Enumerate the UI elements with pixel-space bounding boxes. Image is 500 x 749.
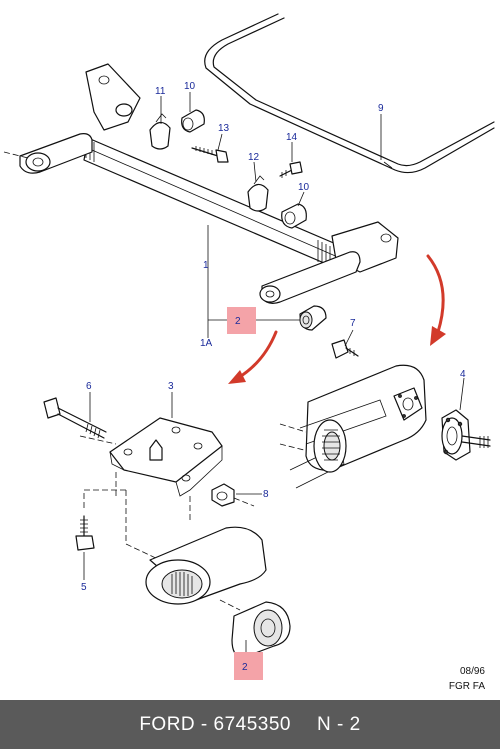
bolt-7 [331, 339, 359, 359]
bushing-2-bottom [219, 599, 291, 659]
callout-6: 6 [86, 381, 92, 392]
callout-12: 12 [248, 152, 260, 163]
callout-5: 5 [81, 582, 87, 593]
upper-bushing-10a [181, 109, 205, 133]
callout-2-bottom: 2 [242, 662, 248, 673]
leader-lines [83, 92, 465, 654]
bolt-5 [75, 515, 95, 551]
bushing-2-top [299, 305, 327, 331]
hub-4 [441, 409, 491, 461]
callout-1a: 1A [200, 338, 213, 349]
bolt-14 [279, 161, 303, 178]
callout-10-right: 10 [298, 182, 310, 193]
callout-11: 11 [155, 86, 166, 97]
lower-trailing-arm [145, 526, 267, 605]
footer-separator: - [195, 713, 214, 735]
highlight-box-2-bottom [234, 652, 263, 680]
callout-8: 8 [263, 489, 269, 500]
clamp-12 [247, 175, 269, 212]
hub-detail [279, 364, 427, 489]
callout-10-top: 10 [184, 81, 196, 92]
diagram-date: 08/96 [459, 666, 485, 677]
callout-2-top: 2 [235, 316, 241, 327]
callout-1: 1 [203, 260, 209, 271]
stabilizer-bar [204, 13, 495, 174]
exploded-parts-diagram: 1 1A 2 2 3 4 5 6 7 8 9 10 10 11 12 13 14 [3, 13, 495, 680]
callout-4: 4 [460, 369, 466, 380]
diagram-codes: FGR FA [448, 681, 485, 692]
bolt-6 [43, 397, 107, 439]
bracket-3 [109, 417, 223, 497]
direction-arrow-right [426, 254, 446, 346]
callout-7: 7 [350, 318, 356, 329]
callout-14: 14 [286, 132, 298, 143]
nut-8 [211, 483, 235, 507]
clamp-11 [149, 113, 171, 150]
footer-bar: FORD - 6745350 N - 2 [0, 700, 500, 749]
footer-quantity: N - 2 [317, 713, 361, 735]
axle-beam [3, 63, 399, 304]
upper-bushing-10b [281, 203, 307, 229]
highlight-box-2-top [227, 307, 256, 334]
callout-13: 13 [218, 123, 230, 134]
bolt-13 [191, 146, 229, 163]
footer-part-number: 6745350 [213, 713, 291, 735]
direction-arrow-left [228, 330, 278, 384]
callout-3: 3 [168, 381, 174, 392]
alignment-lines [79, 435, 255, 561]
footer-brand: FORD [139, 713, 196, 735]
callout-9: 9 [378, 103, 384, 114]
